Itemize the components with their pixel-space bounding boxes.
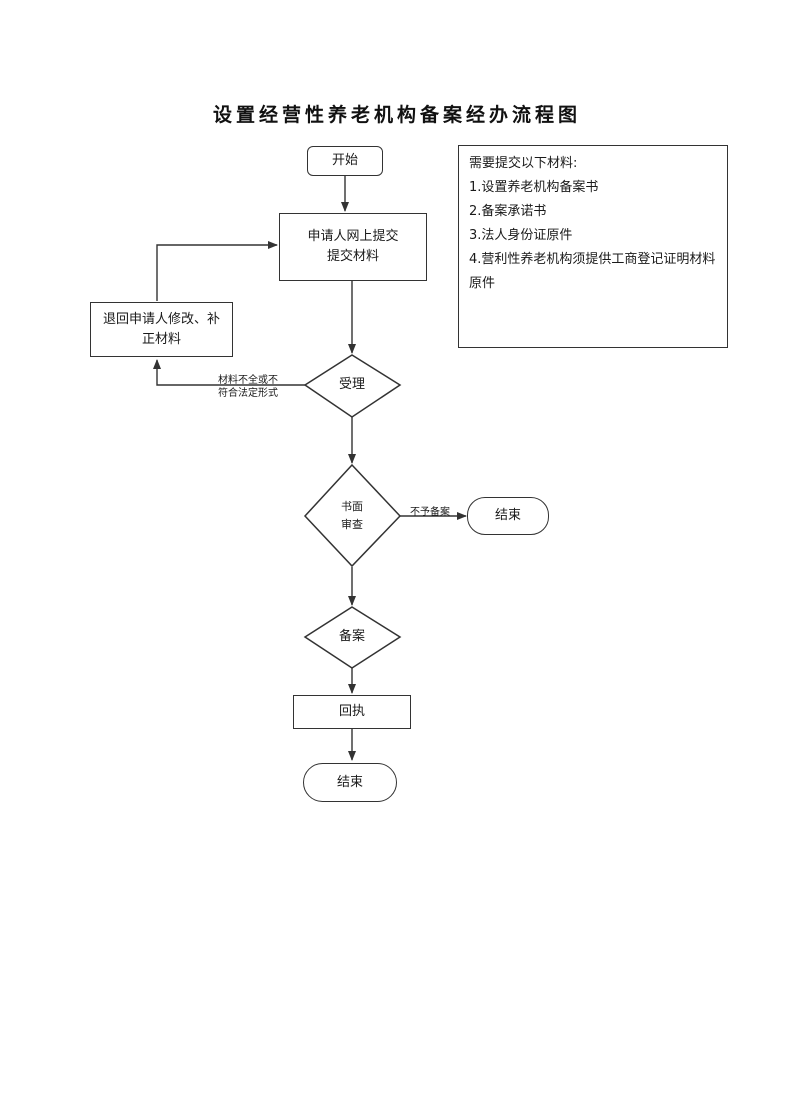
record-diamond (303, 606, 402, 669)
incomplete-note-line2: 符合法定形式 (218, 388, 278, 399)
end-reject-label: 结束 (494, 508, 521, 523)
receipt-label: 回执 (338, 704, 365, 719)
not-recorded-note: 不予备案 (410, 507, 450, 518)
requirements-heading: 需要提交以下材料: (469, 156, 578, 171)
apply-label-line2: 提交材料 (326, 249, 379, 264)
page-title: 设置经营性养老机构备案经办流程图 (212, 104, 581, 126)
requirement-item-4: 4.营利性养老机构须提供工商登记证明材料原件 (469, 252, 716, 291)
requirement-item-1: 1.设置养老机构备案书 (469, 180, 599, 195)
requirement-item-2: 2.备案承诺书 (469, 204, 547, 219)
receipt-node: 回执 (293, 695, 411, 729)
review-label-line2: 审查 (341, 518, 363, 531)
review-label: 书面 审查 (322, 496, 382, 536)
accept-label: 受理 (338, 377, 365, 392)
end-final-label: 结束 (336, 774, 363, 790)
start-label: 开始 (331, 153, 358, 168)
return-label-line1: 退回申请人修改、补 (102, 311, 220, 327)
start-node: 开始 (307, 146, 383, 176)
review-label-line1: 书面 (341, 500, 363, 513)
incomplete-note: 材料不全或不 符合法定形式 (212, 374, 284, 400)
apply-node: 申请人网上提交 提交材料 (279, 213, 427, 281)
return-label-line2: 正材料 (141, 331, 181, 347)
accept-diamond (303, 354, 402, 418)
end-reject-node: 结束 (467, 497, 549, 535)
arrow-accept-to-return (153, 359, 305, 386)
requirements-box: 需要提交以下材料: 1.设置养老机构备案书 2.备案承诺书 3.法人身份证原件 … (458, 145, 728, 348)
return-node: 退回申请人修改、补 正材料 (90, 302, 233, 357)
requirement-item-3: 3.法人身份证原件 (469, 228, 573, 243)
end-final-node: 结束 (303, 763, 397, 802)
apply-label-line1: 申请人网上提交 (307, 229, 399, 244)
review-diamond (303, 463, 402, 568)
record-label: 备案 (338, 629, 365, 644)
arrow-return-to-apply (156, 241, 278, 301)
incomplete-note-line1: 材料不全或不 (218, 375, 278, 386)
